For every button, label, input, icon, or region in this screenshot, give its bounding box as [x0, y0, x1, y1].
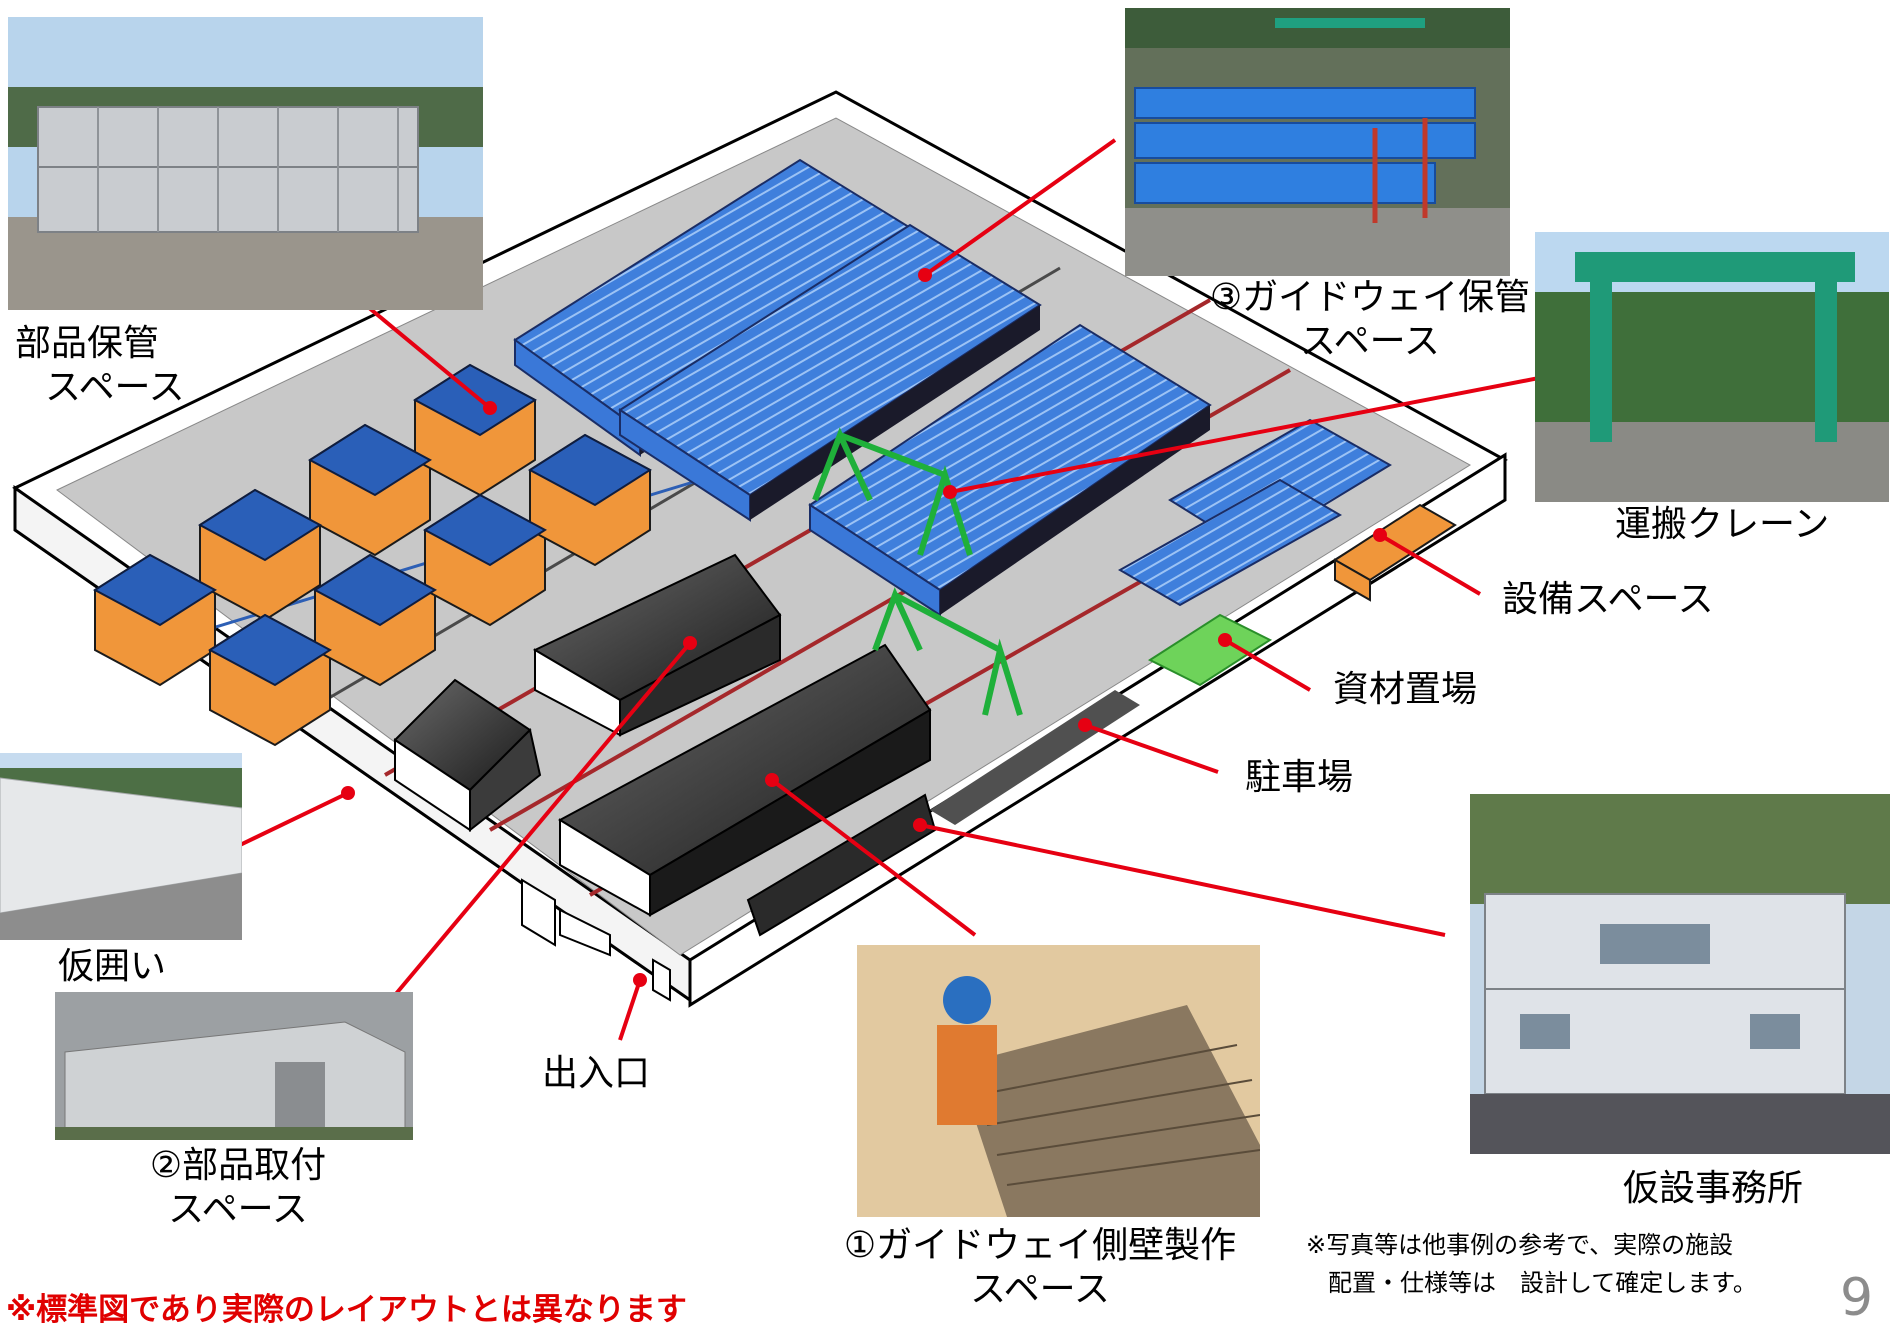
- label-temporary-office: 仮設事務所: [1623, 1168, 1804, 1209]
- materials-yard: [1147, 613, 1273, 687]
- photo-fence: [0, 753, 242, 940]
- label-sidewall: ①ガイドウェイ側壁製作 スペース: [800, 1224, 1280, 1312]
- label-materials-yard: 資材置場: [1333, 669, 1478, 710]
- label-fence: 仮囲い: [58, 946, 167, 987]
- label-guideway-storage: ③ガイドウェイ保管 スペース: [1180, 276, 1560, 364]
- label-line: スペース: [168, 1189, 308, 1230]
- guideway-stacks: [513, 158, 1392, 617]
- photo-parts-storage: [8, 17, 483, 310]
- photo-guideway-storage: [1125, 8, 1510, 276]
- building-parts-mounting: [532, 553, 782, 737]
- photo-parts-mounting: [55, 992, 413, 1140]
- label-crane: 運搬クレーン: [1615, 504, 1830, 545]
- label-line: ①ガイドウェイ側壁製作: [843, 1225, 1237, 1266]
- entrance-gate: [521, 878, 671, 1002]
- label-entrance: 出入口: [542, 1053, 651, 1094]
- label-parking: 駐車場: [1245, 757, 1354, 798]
- label-line: スペース: [1300, 321, 1440, 362]
- photo-crane: [1535, 232, 1889, 502]
- label-equipment-space: 設備スペース: [1502, 579, 1714, 620]
- label-parts-mounting: ②部品取付 スペース: [88, 1144, 388, 1232]
- leader-lines: [239, 138, 1571, 1041]
- label-line: ②部品取付: [149, 1145, 327, 1186]
- photo-temporary-office: [1470, 794, 1890, 1154]
- label-line: 部品保管: [15, 323, 160, 364]
- note-line: 配置・仕様等は 設計して確定します。: [1328, 1269, 1757, 1297]
- photo-sidewall-fabrication: [857, 945, 1260, 1217]
- label-parts-storage: 部品保管 スペース: [15, 322, 185, 410]
- label-line: スペース: [45, 367, 185, 408]
- gantry-cranes: [812, 427, 1023, 716]
- building-sidewall: [557, 643, 932, 917]
- label-line: スペース: [970, 1269, 1110, 1310]
- label-line: ③ガイドウェイ保管: [1209, 277, 1531, 318]
- note-line: ※写真等は他事例の参考で、実際の施設: [1306, 1231, 1734, 1259]
- leader-dots: [341, 268, 1387, 987]
- building-small: [393, 678, 542, 833]
- parts-storage-blocks: [93, 363, 652, 747]
- page-number: 9: [1840, 1268, 1874, 1328]
- standard-layout-note: ※標準図であり実際のレイアウトとは異なります: [6, 1292, 687, 1328]
- photo-reference-note: ※写真等は他事例の参考で、実際の施設 配置・仕様等は 設計して確定します。: [1306, 1226, 1757, 1302]
